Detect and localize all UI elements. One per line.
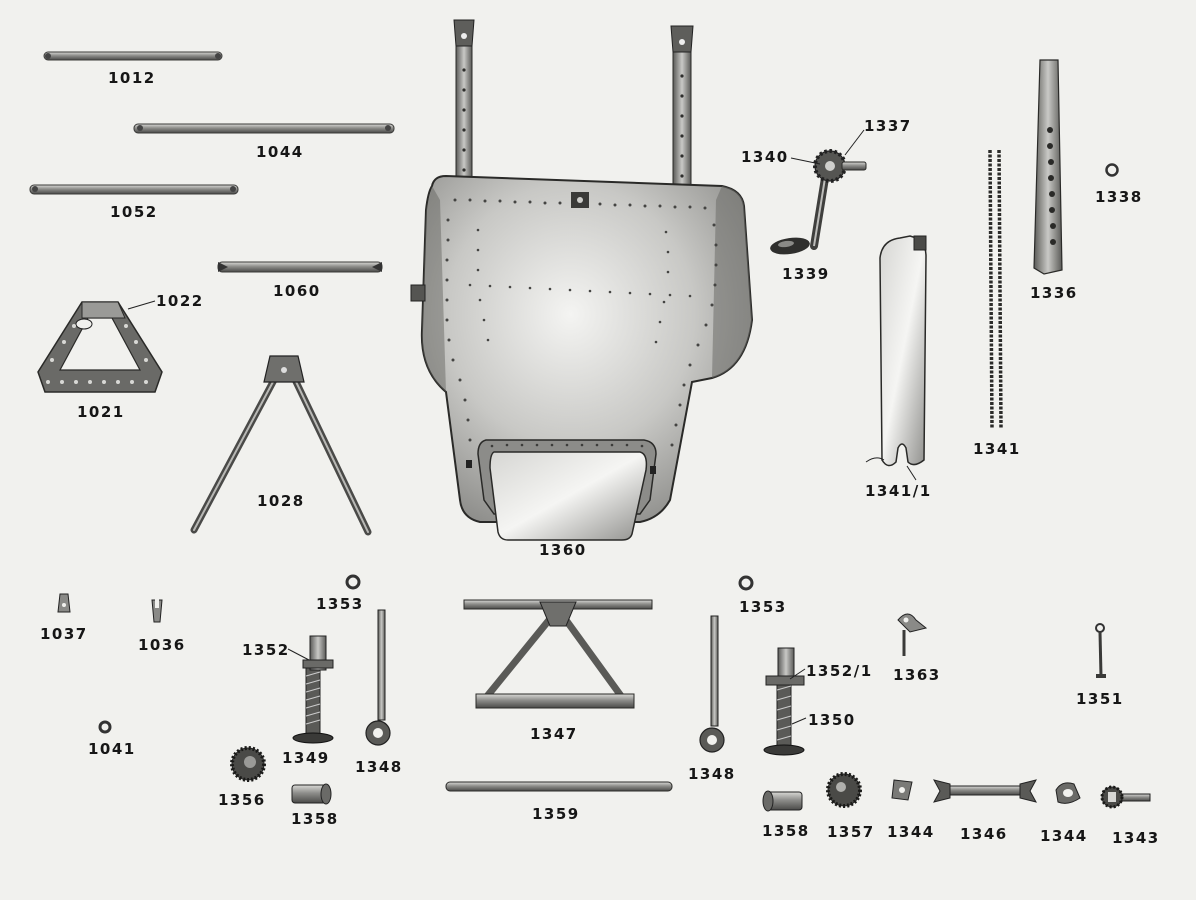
part-number-1344-right: 1344: [1040, 827, 1088, 845]
leader-1022: [127, 300, 156, 310]
tube-1012: [43, 51, 223, 61]
part-number-1351: 1351: [1076, 690, 1124, 708]
leader-1340: [790, 157, 821, 165]
clip-1037: [57, 593, 71, 613]
part-number-1336: 1336: [1030, 284, 1078, 302]
perforated-bar-1336: [1033, 59, 1063, 275]
rod-1359: [445, 781, 673, 792]
bracket-1021: [37, 301, 163, 393]
bracket-1363: [897, 613, 928, 656]
part-number-1347: 1347: [530, 725, 578, 743]
part-number-1344-left: 1344: [887, 823, 935, 841]
ring-1353-left: [345, 574, 361, 590]
leader-1352: [287, 648, 310, 661]
bushing-1358-right: [762, 790, 803, 812]
eye-rod-1348-right: [699, 615, 725, 753]
part-number-1350: 1350: [808, 711, 856, 729]
ring-1353-right: [738, 575, 754, 591]
part-number-1358-right: 1358: [762, 822, 810, 840]
part-number-1359: 1359: [532, 805, 580, 823]
clamp-1344-right: [1055, 782, 1081, 804]
chain-1341: [988, 149, 1003, 429]
crank-1339: [770, 168, 830, 255]
part-number-1060: 1060: [273, 282, 321, 300]
part-number-1357: 1357: [827, 823, 875, 841]
bevel-gear-1356: [230, 746, 266, 782]
ring-1041: [98, 720, 112, 734]
seat-1360: [410, 19, 754, 541]
part-number-1352: 1352: [242, 641, 290, 659]
part-number-1352-1: 1352/1: [806, 662, 873, 680]
part-number-1339: 1339: [782, 265, 830, 283]
tube-1060: [217, 261, 383, 273]
sprocket-1343: [1100, 785, 1151, 809]
eye-rod-1348-left: [365, 609, 391, 746]
part-number-1363: 1363: [893, 666, 941, 684]
shaft-1346: [933, 779, 1037, 803]
part-number-1356: 1356: [218, 791, 266, 809]
bushing-1358-left: [291, 783, 332, 805]
tube-1044: [133, 123, 395, 134]
part-number-1341-1: 1341/1: [865, 482, 932, 500]
part-number-1041: 1041: [88, 740, 136, 758]
part-number-1348-right: 1348: [688, 765, 736, 783]
part-number-1036: 1036: [138, 636, 186, 654]
part-number-1044: 1044: [256, 143, 304, 161]
part-number-1353-left: 1353: [316, 595, 364, 613]
sprocket-1337: [813, 149, 867, 183]
bevel-gear-1357: [826, 772, 862, 808]
leader-1350: [791, 717, 807, 725]
part-number-1346: 1346: [960, 825, 1008, 843]
part-number-1052: 1052: [110, 203, 158, 221]
part-number-1037: 1037: [40, 625, 88, 643]
part-number-1343: 1343: [1112, 829, 1160, 847]
strap-1341-1: [865, 235, 927, 467]
leader-1341-1: [906, 465, 917, 481]
part-number-1337: 1337: [864, 117, 912, 135]
jack-screw-1350: [763, 647, 805, 756]
frame-1347: [463, 599, 653, 709]
part-number-1349: 1349: [282, 749, 330, 767]
part-number-1028: 1028: [257, 492, 305, 510]
pin-1351: [1095, 623, 1106, 678]
part-number-1353-right: 1353: [739, 598, 787, 616]
clamp-1344-left: [891, 779, 913, 801]
part-number-1360: 1360: [539, 541, 587, 559]
part-number-1021: 1021: [77, 403, 125, 421]
jack-screw-1349: [292, 635, 334, 744]
part-number-1012: 1012: [108, 69, 156, 87]
part-number-1348-left: 1348: [355, 758, 403, 776]
part-number-1358-left: 1358: [291, 810, 339, 828]
tube-1052: [29, 184, 239, 195]
part-number-1340: 1340: [741, 148, 789, 166]
a-frame-1028: [190, 355, 372, 536]
part-number-1338: 1338: [1095, 188, 1143, 206]
part-number-1022: 1022: [156, 292, 204, 310]
leader-1337: [844, 129, 865, 156]
ring-1338: [1105, 163, 1119, 177]
part-number-1341: 1341: [973, 440, 1021, 458]
clip-1036: [151, 598, 163, 623]
leader-1352-1: [789, 668, 806, 680]
